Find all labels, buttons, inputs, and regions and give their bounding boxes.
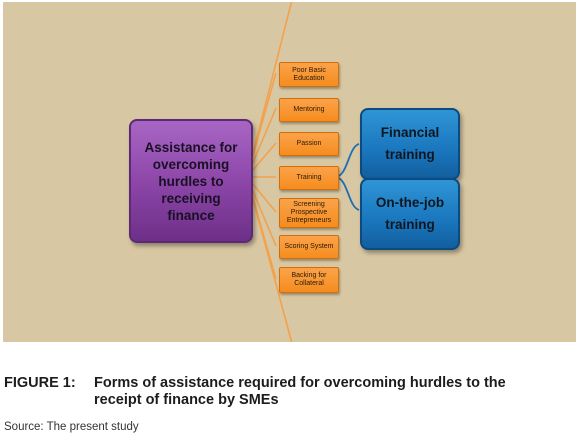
caption-line-2: receipt of finance by SMEs (94, 392, 279, 408)
item-poor-basic-education: Poor Basic Education (279, 62, 339, 87)
item-label: Training (296, 174, 322, 181)
fan-line (246, 176, 293, 342)
financial-training-box: Financial training (360, 108, 460, 180)
main-topic-box: Assistance for overcoming hurdles to rec… (129, 119, 253, 243)
on-the-job-training-label: On-the-job training (375, 195, 445, 232)
item-label: Mentoring (293, 106, 325, 113)
item-label: Screening Prospective Entrepreneurs (286, 201, 332, 224)
caption-line-1: Forms of assistance required for overcom… (94, 375, 506, 391)
item-label: Scoring System (284, 243, 334, 250)
figure-label: FIGURE 1: (4, 375, 76, 391)
financial-training-label: Financial training (380, 125, 440, 162)
item-label: Passion (296, 140, 322, 147)
item-scoring-system: Scoring System (279, 235, 339, 259)
item-label: Backing for Collateral (291, 272, 327, 287)
item-backing-collateral: Backing for Collateral (279, 267, 339, 293)
source-note: Source: The present study (4, 421, 139, 433)
item-passion: Passion (279, 132, 339, 156)
main-topic-label: Assistance for overcoming hurdles to rec… (144, 139, 238, 223)
item-training: Training (279, 166, 339, 190)
diagram-panel: Assistance for overcoming hurdles to rec… (3, 2, 576, 342)
item-label: Poor Basic Education (292, 66, 326, 82)
figure-caption: FIGURE 1: Forms of assistance required fo… (4, 375, 564, 409)
item-mentoring: Mentoring (279, 98, 339, 122)
on-the-job-training-box: On-the-job training (360, 178, 460, 250)
item-screening: Screening Prospective Entrepreneurs (279, 198, 339, 228)
